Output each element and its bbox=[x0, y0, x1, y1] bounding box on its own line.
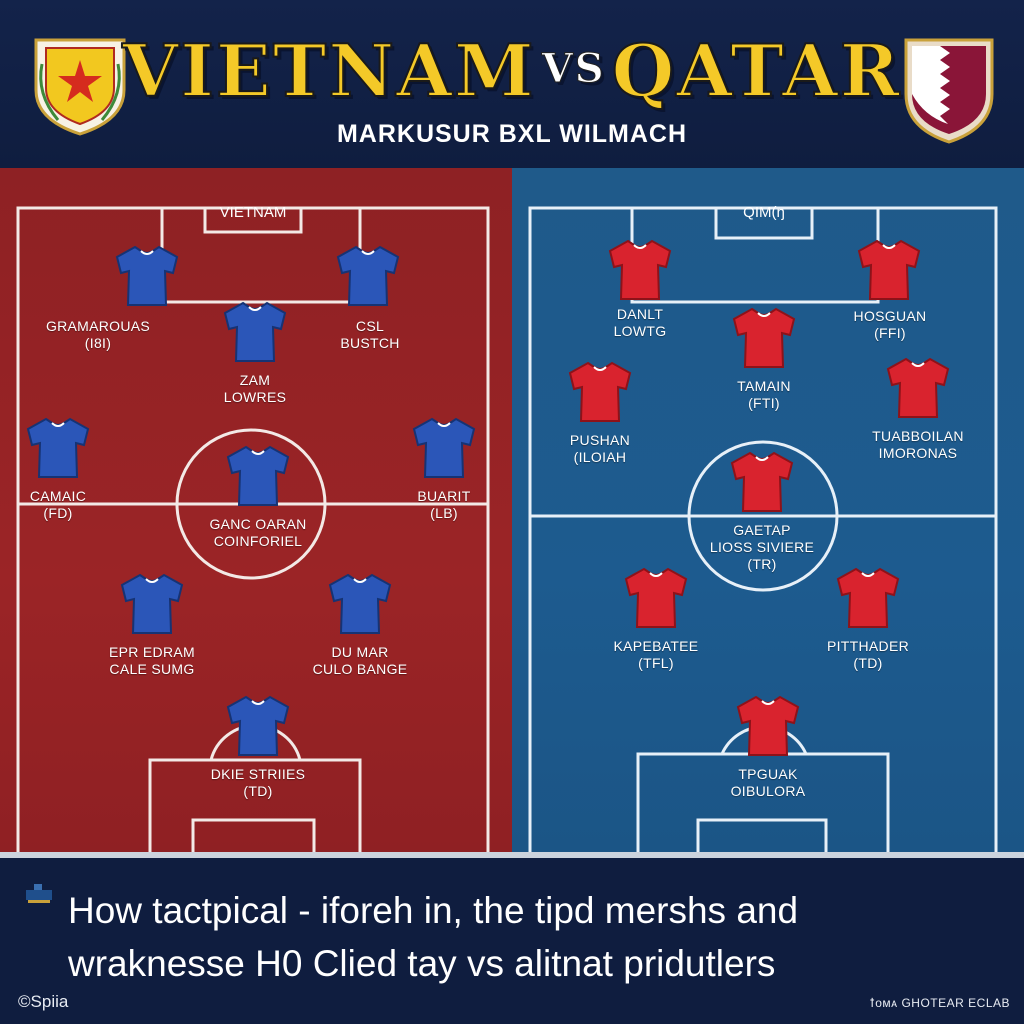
pitch-markings bbox=[16, 206, 490, 852]
qatar-flag-crest-icon bbox=[904, 38, 994, 144]
qatar-player-8: PITTHADER (TD) bbox=[788, 566, 948, 672]
jersey-icon bbox=[624, 567, 688, 628]
vietnam-player-7: EPR EDRAM CALE SUMG bbox=[72, 572, 232, 678]
vietnam-formation-pitch: VIETNAM GRAMAROUAS (I8I) CSL BUSTCH ZAM … bbox=[0, 168, 512, 852]
brand-left-text: Spiia bbox=[30, 992, 69, 1011]
qatar-player-label-1: DANLT LOWTG bbox=[613, 306, 667, 339]
jersey-icon bbox=[732, 307, 796, 368]
jersey-icon bbox=[412, 417, 476, 478]
headline: How tactpical - iforeh in, the tipd mers… bbox=[68, 884, 1008, 990]
qatar-pitch-label: QIM(ŋ bbox=[743, 204, 785, 221]
vietnam-pitch-label: VIETNAM bbox=[219, 204, 287, 221]
jersey-icon bbox=[226, 445, 290, 506]
jersey-icon bbox=[336, 245, 400, 306]
jersey-icon bbox=[26, 417, 90, 478]
jersey-icon bbox=[736, 695, 800, 756]
vietnam-player-label-2: CSL BUSTCH bbox=[340, 318, 400, 351]
vietnam-player-label-1: GRAMAROUAS (I8I) bbox=[45, 318, 151, 351]
footer: How tactpical - iforeh in, the tipd mers… bbox=[0, 852, 1024, 1024]
jersey-icon bbox=[223, 301, 287, 362]
match-subtitle: MARKUSUR BXL WILMACH bbox=[336, 120, 688, 148]
brand-logo-right: ꝉᴏᴍᴀ GHOTEAR ECLAB bbox=[869, 996, 1010, 1010]
vietnam-player-9: DKIE STRIIES (TD) bbox=[178, 694, 338, 800]
qatar-player-5: TUABBOILAN IMORONAS bbox=[838, 356, 998, 462]
headline-line-2: wraknesse H0 Clied tay vs alitnat pridut… bbox=[68, 943, 776, 984]
vietnam-player-2 bbox=[288, 244, 448, 308]
qatar-player-9: TPGUAK OIBULORA bbox=[688, 694, 848, 800]
qatar-player-7: KAPEBATEE (TFL) bbox=[576, 566, 736, 672]
vietnam-player-8: DU MAR CULO BANGE bbox=[280, 572, 440, 678]
jersey-icon bbox=[226, 695, 290, 756]
qatar-player-1 bbox=[560, 238, 720, 302]
qatar-player-4: PUSHAN (ILOIAH bbox=[520, 360, 680, 466]
vietnam-crest-icon bbox=[34, 38, 126, 136]
qatar-player-3: TAMAIN (FTI) bbox=[684, 306, 844, 412]
qatar-player-label-2: HOSGUAN (FFI) bbox=[853, 308, 927, 341]
team-right-name: QATAR bbox=[611, 27, 902, 114]
team-left-name: VIETNAM bbox=[121, 27, 536, 114]
jersey-icon bbox=[836, 567, 900, 628]
jersey-icon bbox=[120, 573, 184, 634]
headline-line-1: How tactpical - iforeh in, the tipd mers… bbox=[68, 890, 799, 931]
qatar-formation-pitch: QIM(ŋ DANLT LOWTG HOSGUAN (FFI) TAMAIN (… bbox=[512, 168, 1024, 852]
footer-divider bbox=[0, 852, 1024, 858]
vietnam-player-1 bbox=[67, 244, 227, 308]
jersey-icon bbox=[115, 245, 179, 306]
jersey-icon bbox=[608, 239, 672, 300]
vietnam-player-5: GANC OARAN COINFORIEL bbox=[178, 444, 338, 550]
jersey-icon bbox=[328, 573, 392, 634]
jersey-icon bbox=[730, 451, 794, 512]
jersey-icon bbox=[568, 361, 632, 422]
qatar-player-2 bbox=[809, 238, 969, 302]
jersey-icon bbox=[857, 239, 921, 300]
tactics-board-icon bbox=[26, 884, 52, 903]
qatar-player-6: GAETAP LIOSS SIVIERE (TR) bbox=[682, 450, 842, 573]
brand-logo-left: ©Spiia bbox=[18, 992, 69, 1011]
vietnam-player-3: ZAM LOWRES bbox=[175, 300, 335, 406]
vietnam-player-4: CAMAIC (FD) bbox=[0, 416, 138, 522]
jersey-icon bbox=[886, 357, 950, 418]
vs-label: VS bbox=[541, 45, 606, 93]
vietnam-player-6: BUARIT (LB) bbox=[364, 416, 512, 522]
